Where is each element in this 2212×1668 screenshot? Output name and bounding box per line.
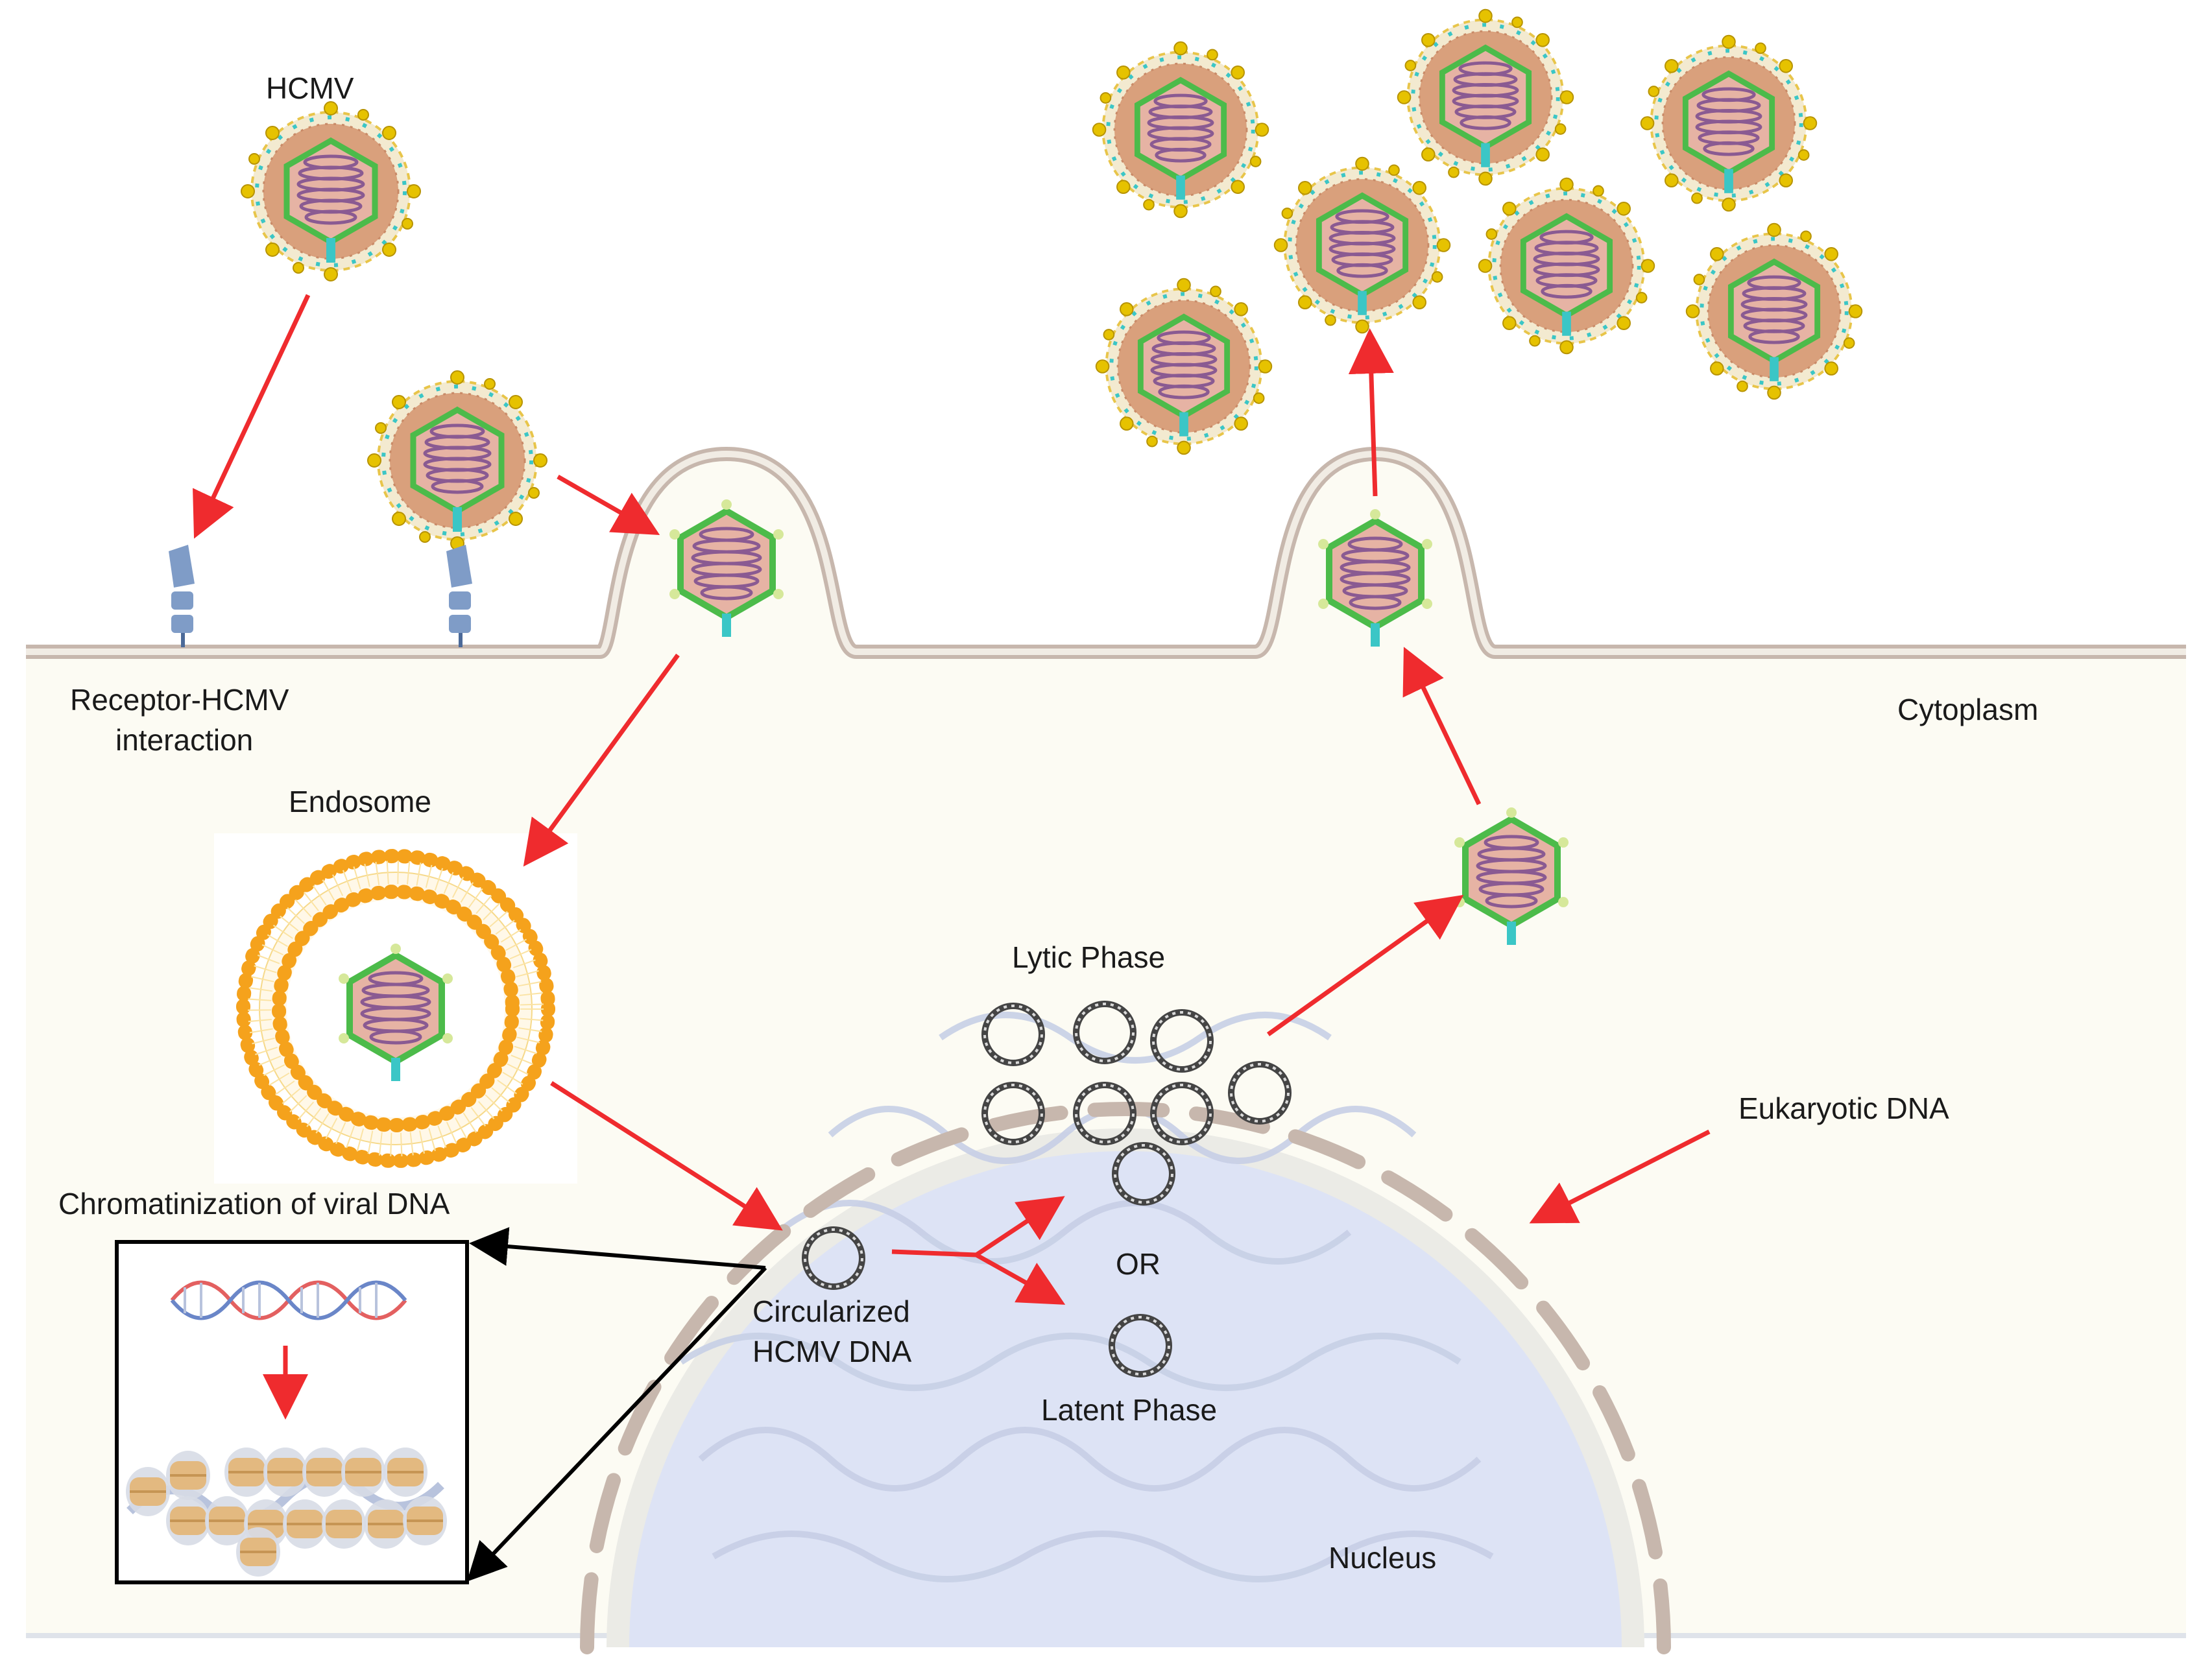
nucleus-label: Nucleus <box>1328 1541 1436 1575</box>
nucleosome-icon <box>223 1446 270 1498</box>
arrow-bud-to-release <box>1348 328 1394 497</box>
arrow-branch-stem <box>891 1249 977 1257</box>
chromatinization-inset <box>115 1240 469 1584</box>
cytoplasm-label: Cytoplasm <box>1897 693 2038 726</box>
endosome-label: Endosome <box>289 785 431 818</box>
nucleosome-array <box>125 1446 448 1578</box>
nucleosome-icon <box>165 1449 211 1501</box>
arrow-endosome-to-nucleus <box>550 1081 783 1231</box>
circularized-label-line2: HCMV DNA <box>752 1335 912 1368</box>
nucleosome-icon <box>262 1446 309 1498</box>
nucleosome-icon <box>382 1446 429 1498</box>
hcmv-virion-icon <box>1687 224 1862 399</box>
inset-pointer-top <box>469 1227 766 1270</box>
chromatinization-label: Chromatinization of viral DNA <box>58 1187 450 1221</box>
eukaryotic-dna-label: Eukaryotic DNA <box>1738 1091 1949 1125</box>
double-helix-icon <box>170 1280 407 1320</box>
hcmv-virion-icon <box>1479 178 1654 353</box>
hcmv-virion-icon <box>1093 42 1268 217</box>
nucleosome-icon <box>320 1498 367 1550</box>
arrow-to-endosome <box>523 653 680 867</box>
nucleosome-icon <box>125 1466 171 1518</box>
receptor-label-line1: Receptor-HCMV <box>70 683 289 717</box>
nucleosome-icon <box>165 1495 211 1547</box>
nucleosome-icon <box>235 1526 282 1578</box>
hcmv-virion-icon <box>368 371 547 550</box>
hcmv-virion-icon <box>1275 158 1450 333</box>
inset-pointer-bottom <box>466 1266 767 1582</box>
arrow-lytic-to-capsid <box>1266 894 1464 1036</box>
latent-phase-label: Latent Phase <box>1041 1393 1217 1427</box>
hcmv-virion-icon <box>1398 10 1573 185</box>
arrow-to-latent <box>975 1252 1066 1305</box>
arrow-virion-to-receptor <box>193 294 311 539</box>
endosome <box>214 833 577 1184</box>
nucleus <box>580 1012 1671 1654</box>
nucleosome-icon <box>301 1446 348 1498</box>
hcmv-label: HCMV <box>266 71 354 105</box>
cytoplasm-region <box>26 454 2186 1634</box>
arrow-to-lytic <box>975 1196 1065 1257</box>
circularized-label-line1: Circularized <box>752 1294 910 1328</box>
nucleosome-icon <box>363 1498 409 1550</box>
red-arrows <box>193 294 1711 1305</box>
lytic-phase-label: Lytic Phase <box>1012 940 1165 974</box>
hcmv-virion-icon <box>1096 279 1271 454</box>
receptor-label-line2: interaction <box>115 723 253 757</box>
nucleosome-icon <box>282 1498 328 1550</box>
hcmv-virion-icon <box>1641 36 1816 211</box>
arrow-virion-to-bud <box>557 474 660 535</box>
arrow-eukaryotic-dna <box>1529 1129 1711 1224</box>
nucleosome-icon <box>402 1495 448 1547</box>
hcmv-virion-icon <box>241 102 420 281</box>
nucleosome-icon <box>340 1446 387 1498</box>
or-label: OR <box>1116 1247 1160 1281</box>
arrow-capsid-to-bud <box>1402 647 1482 805</box>
